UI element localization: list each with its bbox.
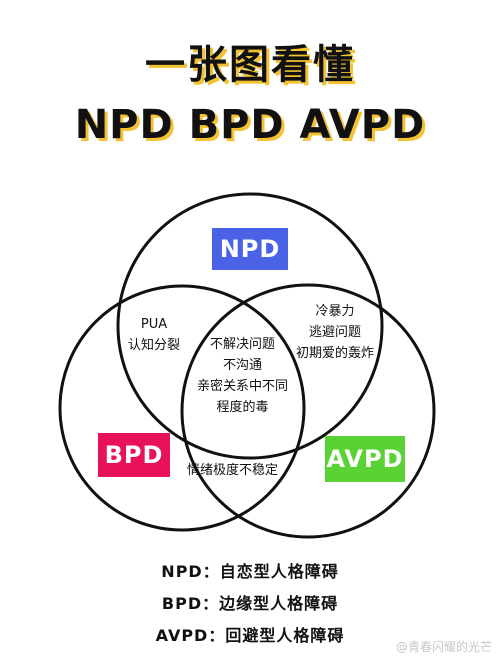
region-text: 不沟通	[223, 358, 263, 373]
title-line-1: 一张图看懂	[145, 42, 355, 88]
avpd-circle	[180, 283, 436, 539]
title-line-2: NPD BPD AVPD	[74, 102, 426, 148]
legend-npd: NPD：自恋型人格障碍	[161, 562, 339, 581]
region-text: 冷暴力	[315, 304, 355, 319]
region-text: PUA	[140, 317, 168, 332]
bpd-badge: BPD	[98, 433, 170, 477]
watermark: @青春闪耀的光芒	[395, 640, 492, 654]
avpd-badge: AVPD	[325, 436, 405, 482]
npd-badge: NPD	[212, 228, 288, 270]
region-text: 认知分裂	[128, 338, 181, 353]
region-text: 初期爱的轰炸	[296, 346, 375, 361]
legend-avpd: AVPD：回避型人格障碍	[155, 626, 345, 645]
npd-avpd-overlap-label: 冷暴力 逃避问题 初期爱的轰炸	[296, 301, 374, 364]
npd-bpd-overlap-label: PUA 认知分裂	[128, 314, 180, 356]
region-text: 亲密关系中不同	[197, 379, 289, 394]
npd-circle	[116, 192, 384, 460]
region-text: 程度的毒	[216, 400, 269, 415]
legend-bpd: BPD：边缘型人格障碍	[161, 594, 339, 613]
bpd-avpd-overlap-label: 情绪极度不稳定	[187, 460, 278, 481]
bpd-circle	[58, 284, 306, 532]
region-text: 不解决问题	[210, 337, 276, 352]
center-overlap-label: 不解决问题 不沟通 亲密关系中不同 程度的毒	[197, 334, 288, 418]
region-text: 情绪极度不稳定	[187, 463, 279, 478]
region-text: 逃避问题	[309, 325, 362, 340]
